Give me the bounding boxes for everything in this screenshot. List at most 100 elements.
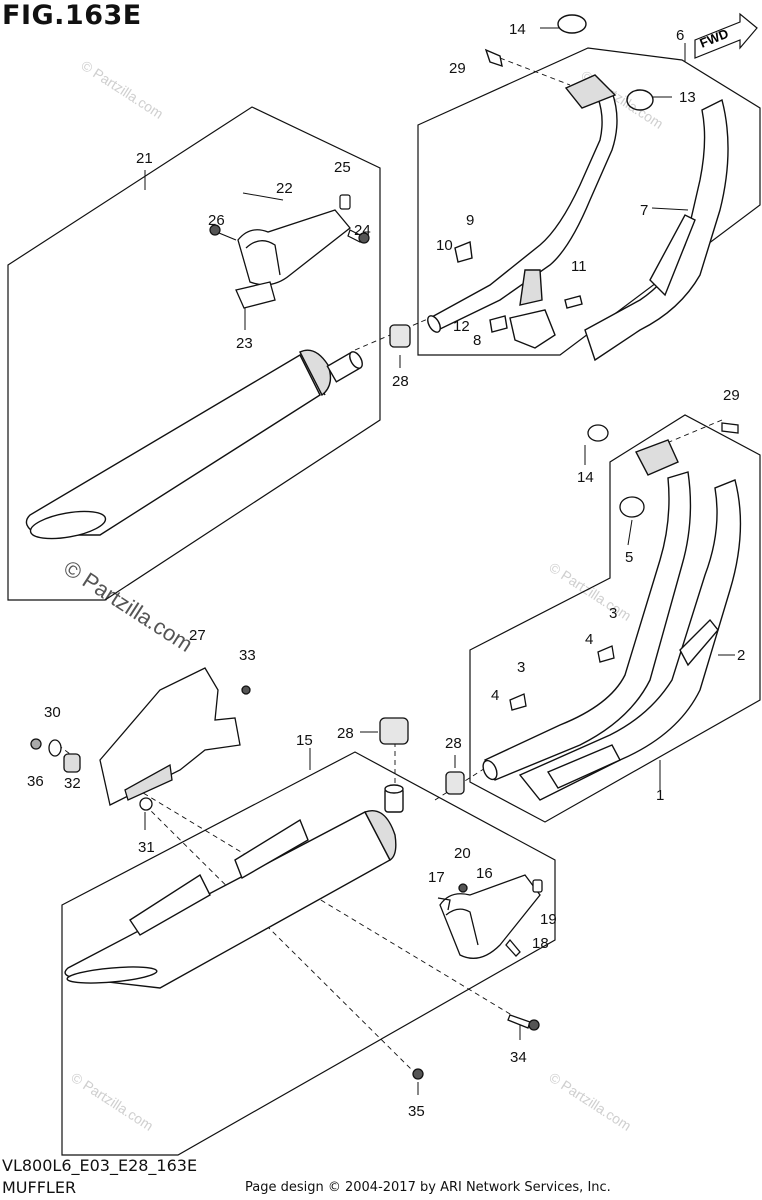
- clamp-5: [619, 496, 645, 518]
- fwd-arrow: FWD: [694, 12, 758, 59]
- callout-29a: 29: [449, 60, 466, 77]
- callout-22: 22: [276, 180, 293, 197]
- dash-29-flange: [499, 57, 571, 86]
- callout-25: 25: [334, 159, 351, 176]
- heat-cover-16: [437, 874, 543, 959]
- clip-19: [532, 879, 543, 893]
- bracket-9-10: [454, 241, 473, 263]
- muffler-bracket-a: [129, 873, 211, 936]
- callout-10: 10: [436, 237, 453, 254]
- watermark-4: © Partzilla.com: [68, 1069, 156, 1134]
- washer-nut-group: [30, 738, 153, 811]
- watermark-3: © Partzilla.com: [546, 559, 634, 624]
- small-parts-pipe-1: [509, 422, 739, 711]
- callout-20: 20: [454, 845, 471, 862]
- callout-17: 17: [428, 869, 445, 886]
- bolt-29-top: [484, 48, 503, 68]
- bolt-33: [241, 685, 251, 695]
- gasket-28-b: [379, 717, 409, 745]
- callout-numbers: 1 2 3 4 3 4 5 6 7 8 9 10 11 12 13 14 14 …: [27, 21, 745, 1120]
- outline-group-1: [469, 414, 761, 823]
- callout-19: 19: [540, 911, 557, 928]
- leader-22: [242, 192, 284, 201]
- muffler-lower-part: [64, 784, 404, 989]
- outline-group-15: [61, 751, 556, 1156]
- bolt-29-mid: [721, 422, 739, 434]
- callout-4a: 4: [585, 631, 593, 648]
- dashed-alignment-lines: [57, 57, 723, 1079]
- callout-1: 1: [656, 787, 664, 804]
- bracket-3-4b: [509, 693, 527, 711]
- bolt-35: [412, 1068, 424, 1080]
- page-credit: Page design © 2004-2017 by ARI Network S…: [245, 1180, 611, 1195]
- callout-14a: 14: [509, 21, 526, 38]
- exhaust-pipe-1: [482, 439, 692, 781]
- callout-26: 26: [208, 212, 225, 229]
- muffler-upper-part: [25, 349, 363, 540]
- callout-11: 11: [571, 258, 587, 275]
- callout-32: 32: [64, 775, 81, 792]
- exhaust-pipe-6: [427, 74, 618, 349]
- group-outlines: [7, 47, 761, 1156]
- callout-30: 30: [44, 704, 61, 721]
- heat-shield-2: [518, 479, 742, 801]
- bracket-27: [99, 667, 251, 806]
- callout-28a: 28: [392, 373, 409, 390]
- callout-31: 31: [138, 839, 155, 856]
- section-name: MUFFLER: [2, 1178, 77, 1197]
- callout-34: 34: [510, 1049, 527, 1066]
- callout-7: 7: [640, 202, 648, 219]
- bolt-26: [209, 224, 221, 236]
- gasket-28-c: [445, 771, 465, 795]
- callout-12: 12: [453, 318, 470, 335]
- callout-16: 16: [476, 865, 493, 882]
- heat-cover-22: [235, 209, 351, 309]
- dash-muffler-pipe-bottom: [434, 764, 491, 801]
- clip-25: [339, 194, 351, 210]
- bolt-34: [507, 1014, 531, 1029]
- bracket-3-4a: [597, 645, 615, 663]
- heat-shield-7: [584, 98, 729, 362]
- gaskets-28-lower: [379, 717, 465, 795]
- dash-31-35: [144, 804, 421, 1079]
- callout-9: 9: [466, 212, 474, 229]
- callout-18: 18: [532, 935, 549, 952]
- callout-23: 23: [236, 335, 253, 352]
- bolt-11: [564, 295, 583, 309]
- callout-24: 24: [354, 222, 371, 239]
- clamp-13: [626, 89, 654, 111]
- leader-5: [627, 519, 633, 546]
- nut-36: [30, 738, 42, 750]
- callout-21: 21: [136, 150, 153, 167]
- callout-14b: 14: [577, 469, 594, 486]
- callout-29b: 29: [723, 387, 740, 404]
- watermark-6: © Partzilla.com: [59, 555, 197, 657]
- collar-31: [139, 797, 153, 811]
- model-code: VL800L6_E03_E28_163E: [2, 1156, 198, 1175]
- callout-15: 15: [296, 732, 313, 749]
- muffler-bracket-b: [234, 818, 309, 880]
- clamp-gasket-top: [454, 14, 654, 333]
- callout-5: 5: [625, 549, 633, 566]
- callout-36: 36: [27, 773, 44, 790]
- callout-8: 8: [473, 332, 481, 349]
- bolt-20: [458, 883, 468, 893]
- watermark-5: © Partzilla.com: [546, 1069, 634, 1134]
- callout-35: 35: [408, 1103, 425, 1120]
- callout-4b: 4: [491, 687, 499, 704]
- leader-7: [651, 207, 689, 211]
- callout-28b: 28: [337, 725, 354, 742]
- clip-12: [489, 315, 508, 333]
- watermark-1: © Partzilla.com: [78, 57, 166, 122]
- callout-6: 6: [676, 27, 684, 44]
- callout-28c: 28: [445, 735, 462, 752]
- small-bolts-upper: [209, 194, 370, 244]
- gasket-14-mid: [587, 424, 609, 442]
- callout-2: 2: [737, 647, 745, 664]
- callout-3a: 3: [609, 605, 617, 622]
- bolts-lower: [412, 1014, 540, 1080]
- grommet-32: [63, 753, 81, 773]
- gasket-28-upper: [389, 324, 411, 348]
- outline-group-21: [7, 106, 381, 601]
